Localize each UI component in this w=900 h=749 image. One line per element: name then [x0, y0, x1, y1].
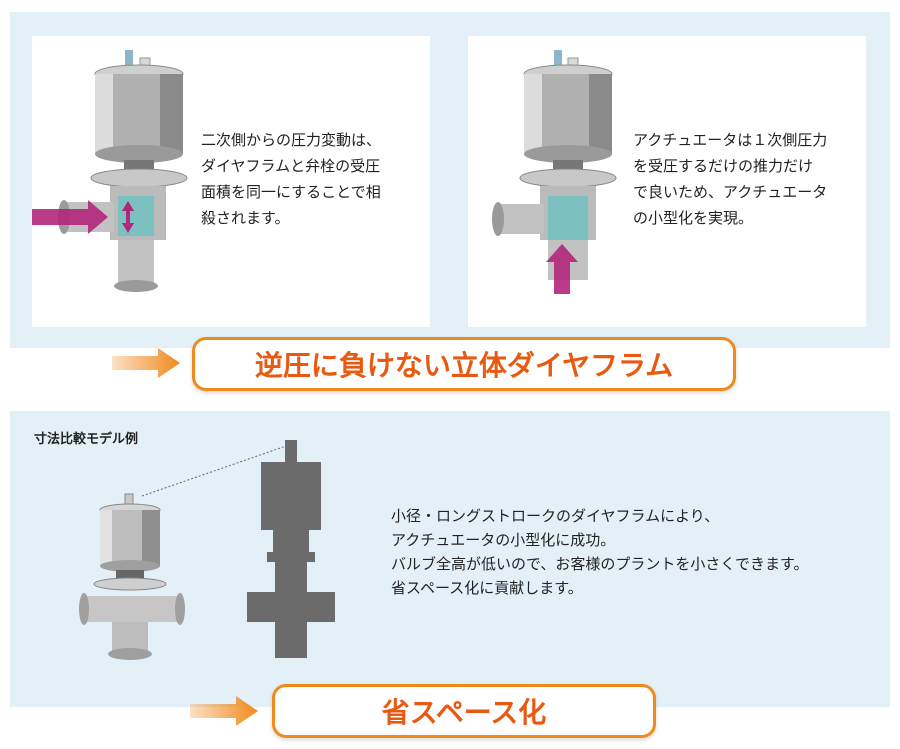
banner-reverse-pressure-label: 逆圧に負けない立体ダイヤフラム	[254, 349, 674, 382]
orange-arrow-icon	[190, 696, 258, 726]
conventional-valve-silhouette	[247, 440, 335, 658]
text-line: を受圧するだけの推力だけ	[633, 157, 814, 175]
text-line: 省スペース化に貢献します。	[391, 579, 583, 597]
orange-arrow-icon	[112, 348, 180, 378]
banner-space-saving: 省スペース化	[272, 684, 656, 738]
banner-reverse-pressure: 逆圧に負けない立体ダイヤフラム	[192, 337, 736, 391]
compact-valve-illustration	[79, 493, 185, 660]
text-line: アクチュエータは１次側圧力	[633, 131, 828, 149]
valve-illustration-secondary	[32, 50, 188, 292]
comparison-caption: 寸法比較モデル例	[34, 432, 139, 447]
text-line: 二次側からの圧力変動は、	[201, 131, 382, 149]
text-line: 殺されます。	[201, 209, 290, 227]
valve-illustration-primary	[492, 50, 617, 294]
banner-space-saving-label: 省スペース化	[381, 696, 547, 729]
card-actuator-text: アクチュエータは１次側圧力 を受圧するだけの推力だけ で良いため、アクチュエータ…	[633, 127, 859, 231]
text-line: 面積を同一にすることで相	[201, 183, 381, 201]
text-line: バルブ全高が低いので、お客様のプラントを小さくできます。	[391, 555, 809, 573]
card-secondary-pressure: 二次側からの圧力変動は、 ダイヤフラムと弁栓の受圧 面積を同一にすることで相 殺…	[32, 36, 430, 327]
card-actuator-thrust: アクチュエータは１次側圧力 を受圧するだけの推力だけ で良いため、アクチュエータ…	[468, 36, 866, 327]
space-saving-description: 小径・ロングストロークのダイヤフラムにより、 アクチュエータの小型化に成功。 バ…	[391, 504, 871, 600]
text-line: で良いため、アクチュエータ	[633, 183, 828, 201]
card-secondary-text: 二次側からの圧力変動は、 ダイヤフラムと弁栓の受圧 面積を同一にすることで相 殺…	[201, 127, 421, 231]
text-line: アクチュエータの小型化に成功。	[391, 531, 616, 549]
text-line: の小型化を実現。	[633, 209, 754, 227]
height-guide-line	[141, 445, 287, 497]
text-line: 小径・ロングストロークのダイヤフラムにより、	[391, 507, 720, 525]
text-line: ダイヤフラムと弁栓の受圧	[201, 157, 381, 175]
